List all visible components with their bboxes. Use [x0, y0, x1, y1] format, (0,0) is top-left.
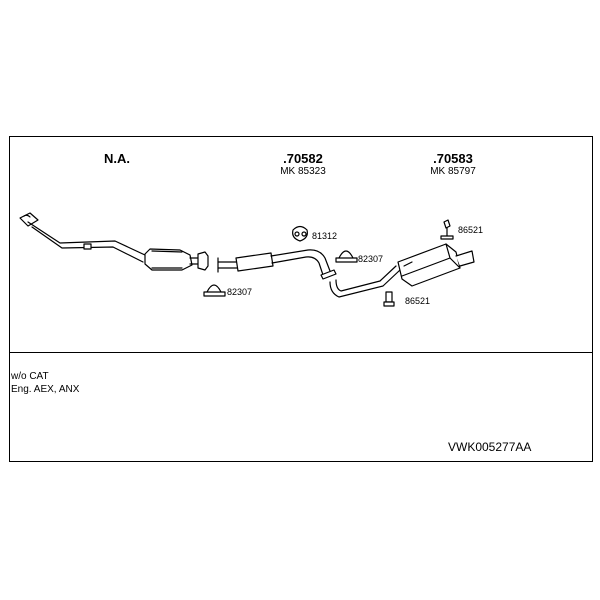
label-hanger-bottom: 86521 — [405, 296, 431, 306]
header-front-title: .70582 — [283, 151, 323, 166]
diagram-frame — [9, 136, 593, 462]
rubber-hanger-icon — [292, 225, 308, 242]
label-clamp-mid: 82307 — [358, 254, 384, 264]
hanger-top-icon — [440, 219, 454, 240]
section-divider — [9, 352, 593, 353]
clamp-front-icon — [203, 284, 226, 297]
header-front-subtitle: MK 85323 — [280, 166, 326, 177]
label-hanger-mid: 81312 — [312, 231, 338, 241]
rear-silencer — [397, 243, 475, 287]
front-pipe — [19, 212, 146, 263]
catalytic-converter — [144, 248, 209, 271]
middle-silencer — [217, 249, 337, 280]
label-hanger-top: 86521 — [458, 225, 484, 235]
header-rear-subtitle: MK 85797 — [430, 166, 476, 177]
label-clamp-front: 82307 — [227, 287, 253, 297]
note-engine-codes: Eng. AEX, ANX — [11, 384, 80, 395]
kit-code: VWK005277AA — [448, 440, 532, 454]
header-na-title: N.A. — [104, 151, 130, 166]
hanger-bottom-icon — [383, 291, 395, 307]
rear-pipe — [329, 265, 401, 298]
clamp-mid-icon — [335, 250, 358, 263]
note-without-cat: w/o CAT — [11, 371, 49, 382]
header-rear-title: .70583 — [433, 151, 473, 166]
